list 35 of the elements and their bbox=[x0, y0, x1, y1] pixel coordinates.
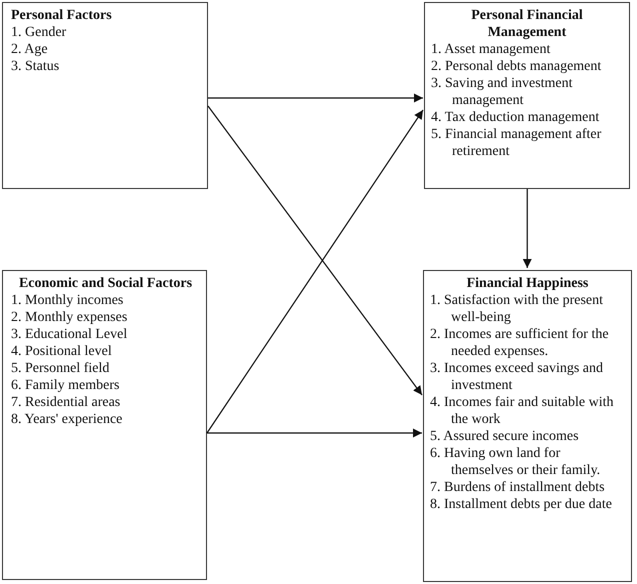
list-item: 1. Satisfaction with the present well-being bbox=[430, 292, 604, 326]
list-item: 5. Assured secure incomes bbox=[430, 428, 580, 445]
list-item: 3. Incomes exceed savings and investment bbox=[430, 360, 604, 394]
list-item: 2. Personal debts management bbox=[431, 58, 602, 75]
factor-box bbox=[2, 270, 207, 580]
list-item: 1. Gender bbox=[11, 24, 68, 41]
list-item: 7. Burdens of installment debts bbox=[430, 479, 606, 496]
list-item: 3. Educational Level bbox=[11, 326, 128, 343]
list-item: 7. Residential areas bbox=[11, 394, 122, 411]
list-item: 5. Financial management after retirement bbox=[431, 126, 602, 160]
factor-box bbox=[423, 270, 632, 582]
box-heading: Financial Happiness bbox=[466, 275, 590, 292]
list-item: 3. Saving and investment management bbox=[431, 75, 574, 109]
arrow bbox=[207, 428, 422, 438]
box-heading: Personal Factors bbox=[11, 7, 113, 24]
list-item: 1. Asset management bbox=[431, 41, 552, 58]
arrow bbox=[522, 189, 532, 268]
list-item: 4. Tax deduction management bbox=[431, 109, 600, 126]
box-heading: Economic and Social Factors bbox=[18, 275, 194, 292]
list-item: 8. Installment debts per due date bbox=[430, 496, 613, 513]
factor-box bbox=[2, 2, 208, 189]
list-item: 3. Status bbox=[11, 58, 60, 75]
factor-box bbox=[424, 2, 630, 189]
list-item: 2. Age bbox=[11, 41, 49, 58]
box-heading: Personal Financial Management bbox=[470, 7, 584, 41]
list-item: 4. Positional level bbox=[11, 343, 113, 360]
list-item: 6. Having own land for themselves or their family. bbox=[430, 445, 602, 479]
list-item: 8. Years' experience bbox=[11, 411, 124, 428]
list-item: 6. Family members bbox=[11, 377, 120, 394]
list-item: 2. Monthly expenses bbox=[11, 309, 128, 326]
list-item: 5. Personnel field bbox=[11, 360, 110, 377]
list-item: 1. Monthly incomes bbox=[11, 292, 124, 309]
arrow bbox=[208, 94, 423, 102]
list-item: 2. Incomes are sufficient for the needed expenses. bbox=[430, 326, 610, 360]
list-item: 4. Incomes fair and suitable with the work bbox=[430, 394, 615, 428]
